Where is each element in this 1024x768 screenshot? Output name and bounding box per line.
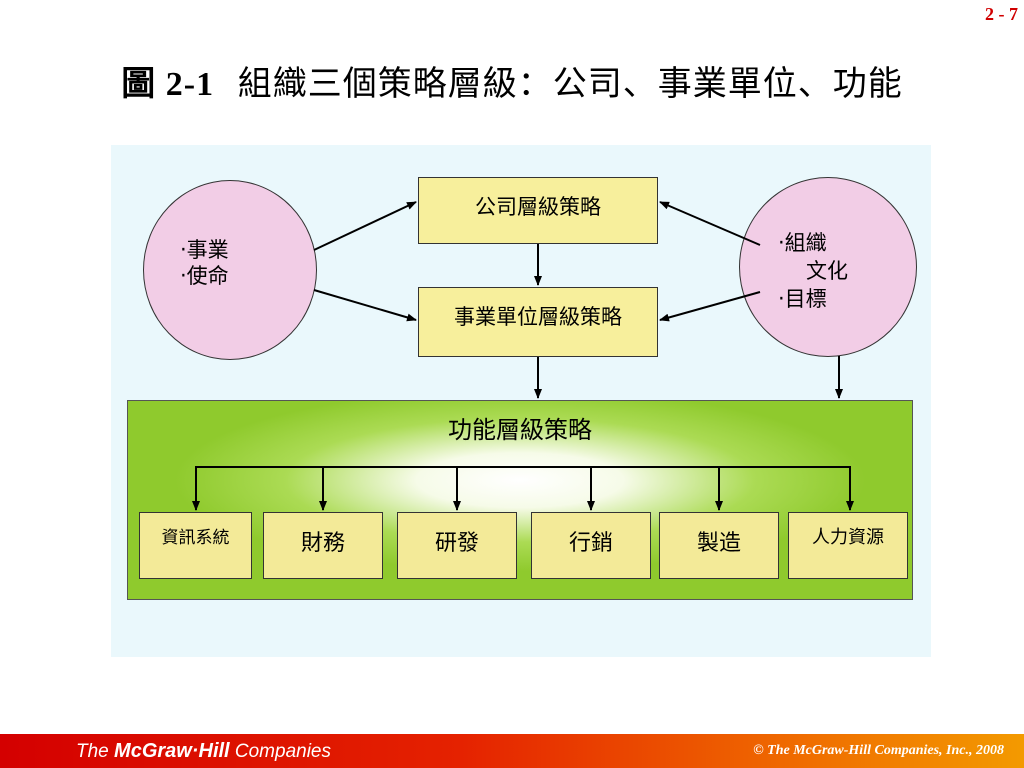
functional-level-title: 功能層級策略 [448, 416, 592, 444]
figure-title-text: 組織三個策略層級：公司、事業單位、功能 [237, 64, 903, 104]
culture-circle-line-1: ‧組織 [778, 231, 827, 255]
function-box-rnd: 研發 [397, 512, 517, 579]
mission-circle-line-2: ‧使命 [180, 264, 229, 288]
page-title: 圖 2-1 組織三個策略層級：公司、事業單位、功能 [0, 56, 1024, 105]
mcgraw-hill-logo: The McGraw·Hill Companies [76, 740, 331, 763]
copyright-notice: © The McGraw-Hill Companies, Inc., 2008 [753, 743, 1004, 758]
function-box-information-systems: 資訊系統 [139, 512, 252, 579]
page-number: 2 - 7 [985, 4, 1018, 24]
footer-bar: The McGraw·Hill Companies © The McGraw-H… [0, 734, 1024, 768]
figure-number: 圖 2-1 [121, 66, 215, 103]
logo-prefix: The [76, 741, 115, 762]
function-box-finance: 財務 [263, 512, 383, 579]
culture-circle-line-3: ‧目標 [778, 287, 827, 311]
functional-level-panel [127, 400, 913, 600]
corporate-level-strategy-box: 公司層級策略 [418, 177, 658, 244]
culture-goals-circle: ‧組織 文化 ‧目標 [739, 177, 917, 357]
culture-circle-line-2: 文化 [806, 259, 848, 283]
logo-suffix: Companies [229, 741, 331, 762]
function-box-manufacturing: 製造 [659, 512, 779, 579]
function-box-human-resources: 人力資源 [788, 512, 908, 579]
mission-circle: ‧事業 ‧使命 [143, 180, 317, 360]
logo-brand: McGraw·Hill [114, 740, 230, 762]
function-box-marketing: 行銷 [531, 512, 651, 579]
business-unit-level-strategy-box: 事業單位層級策略 [418, 287, 658, 357]
mission-circle-line-1: ‧事業 [180, 238, 229, 262]
